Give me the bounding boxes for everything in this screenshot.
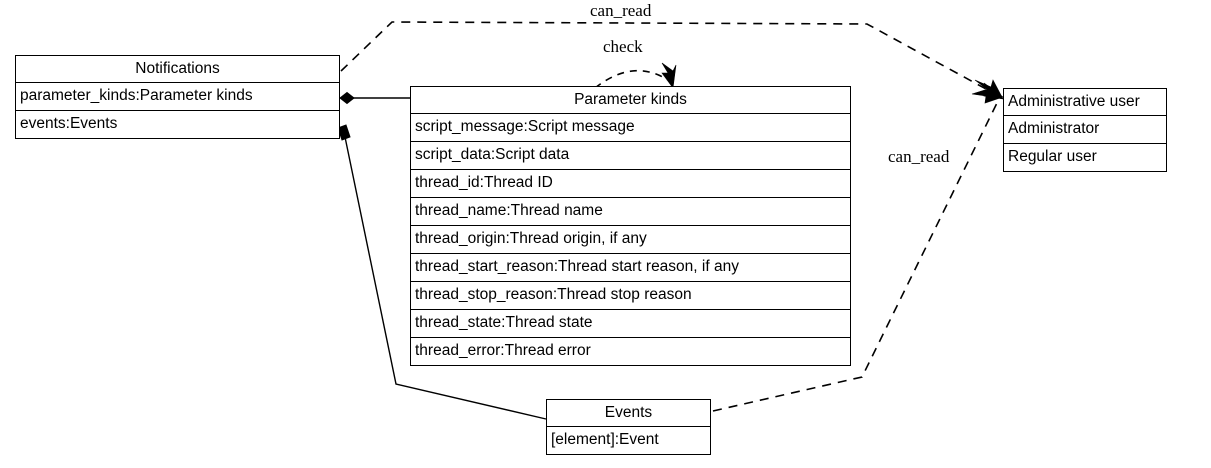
class-attribute-row: thread_id:Thread ID	[410, 170, 851, 198]
class-attribute-row: thread_error:Thread error	[410, 338, 851, 366]
edge-label-check: check	[600, 37, 646, 57]
class-box-notifications[interactable]: Notifications parameter_kinds:Parameter …	[15, 55, 340, 139]
edge-label-can-read-top: can_read	[587, 1, 655, 21]
class-box-administrative-user[interactable]: Administrative user Administrator Regula…	[1003, 88, 1196, 172]
class-attribute-row: Administrator	[1003, 116, 1167, 144]
class-attribute-row: thread_name:Thread name	[410, 198, 851, 226]
class-title-parameter-kinds: Parameter kinds	[410, 86, 851, 114]
class-attribute-row: script_message:Script message	[410, 114, 851, 142]
class-box-parameter-kinds[interactable]: Parameter kinds script_message:Script me…	[410, 86, 851, 366]
edge-can-read-top	[340, 21, 998, 96]
edge-label-can-read-right: can_read	[885, 147, 953, 167]
arrowhead-check	[661, 62, 677, 89]
class-attribute-row: script_data:Script data	[410, 142, 851, 170]
class-attribute-row: thread_origin:Thread origin, if any	[410, 226, 851, 254]
class-attribute-row: events:Events	[15, 111, 340, 139]
class-attribute-row: thread_state:Thread state	[410, 310, 851, 338]
arrowhead-can-read-top	[974, 79, 1004, 100]
arrowhead-can-read-right	[971, 82, 1004, 104]
class-box-events[interactable]: Events [element]:Event	[546, 399, 711, 455]
class-attribute-row: parameter_kinds:Parameter kinds	[15, 83, 340, 111]
class-attribute-row: Regular user	[1003, 144, 1167, 172]
class-attribute-row: [element]:Event	[546, 427, 711, 455]
class-title-notifications: Notifications	[15, 55, 340, 83]
composition-diamond-parameter-kinds	[339, 91, 355, 105]
class-title-events: Events	[546, 399, 711, 427]
class-attribute-row: thread_stop_reason:Thread stop reason	[410, 282, 851, 310]
class-title-administrative-user: Administrative user	[1003, 88, 1167, 116]
class-attribute-row: thread_start_reason:Thread start reason,…	[410, 254, 851, 282]
